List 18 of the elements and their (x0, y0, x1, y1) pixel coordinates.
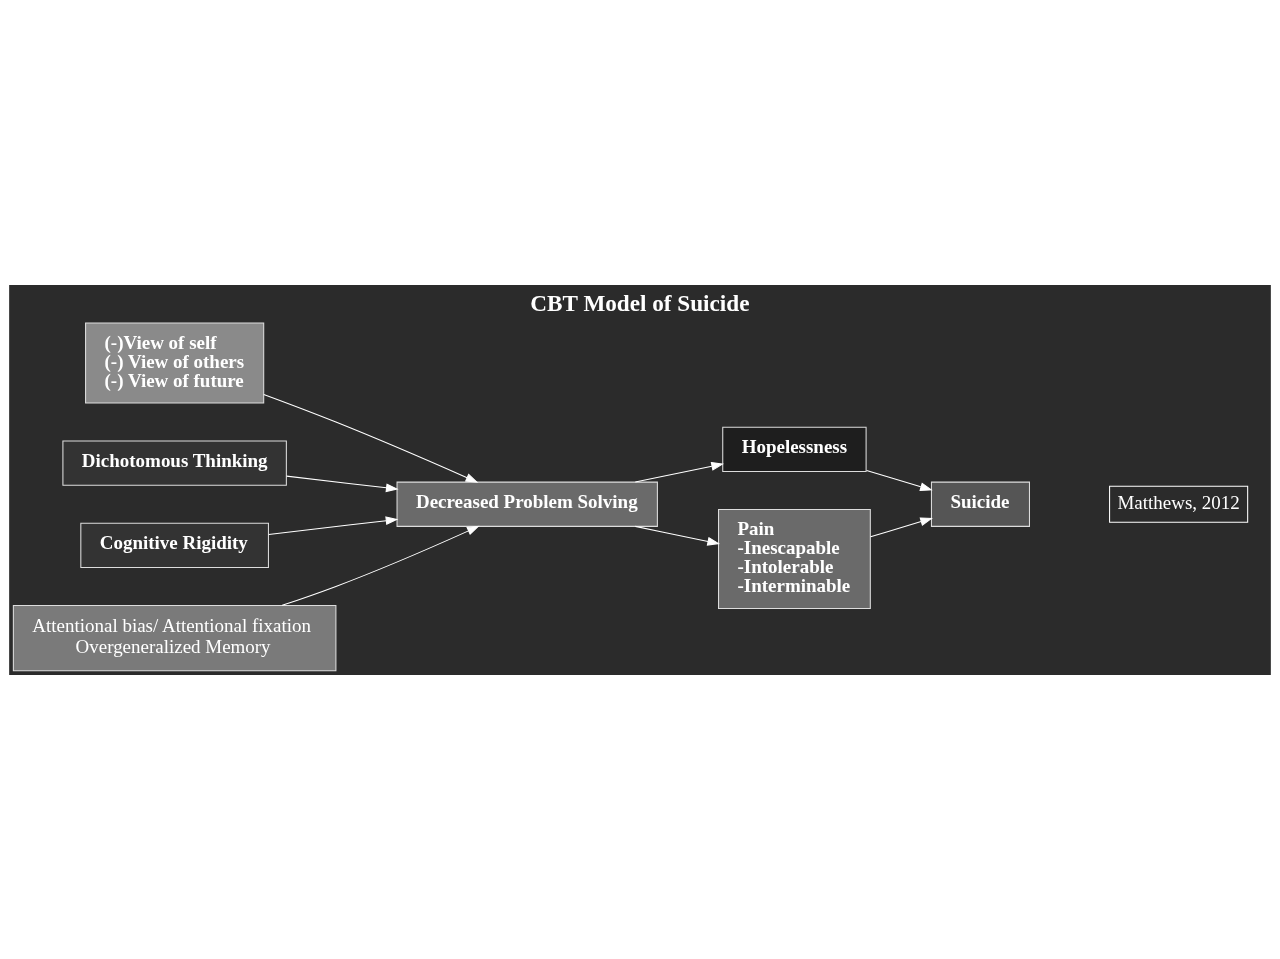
node-box: Cognitive Rigidity (80, 522, 269, 568)
node-box: Hopelessness (722, 426, 867, 472)
arrow (281, 525, 480, 606)
arrow (866, 469, 933, 491)
node-box: Attentional bias/ Attentional fixation Overgeneralized Memory (12, 604, 337, 671)
arrow (263, 393, 479, 483)
diagram-title: CBT Model of Suicide (530, 289, 750, 316)
node-box: (-)View of self (-) View of others (-) View of future (85, 321, 265, 404)
node-box: Pain -Inescapable -Intolerable -Interminable (718, 508, 871, 609)
arrow (286, 475, 399, 492)
arrow (870, 516, 933, 537)
node-box: Dichotomous Thinking (62, 439, 287, 486)
label: Matthews, 2012 (1117, 491, 1240, 513)
arrow (268, 515, 399, 535)
arrow (634, 461, 724, 483)
arrow (634, 525, 720, 546)
node-box: Decreased Problem Solving (396, 481, 658, 527)
node-box: Suicide (930, 481, 1030, 527)
